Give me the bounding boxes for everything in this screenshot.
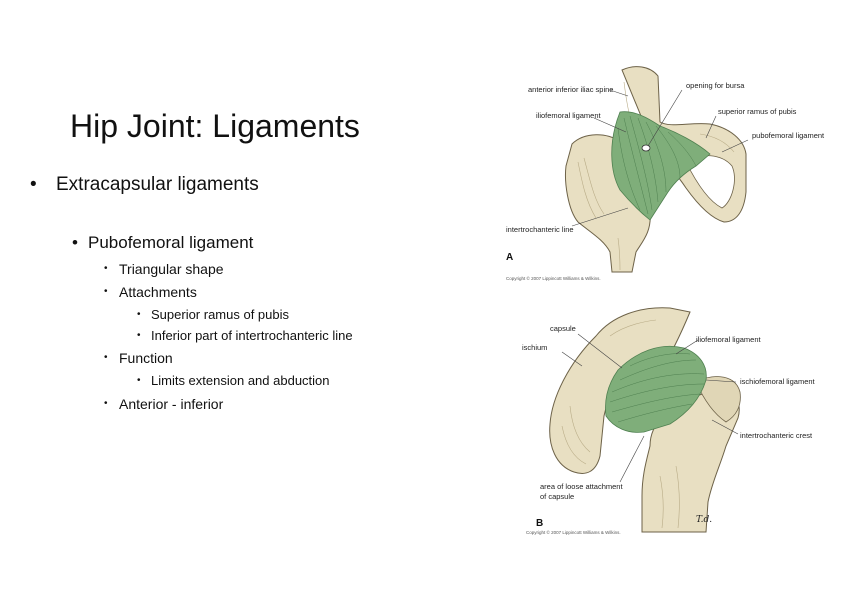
label-loose-attachment-1: area of loose attachment — [540, 482, 623, 491]
label-intertrochanteric-crest: intertrochanteric crest — [740, 431, 813, 440]
bullet-text: Anterior - inferior — [119, 396, 224, 412]
bullet-text: Superior ramus of pubis — [151, 307, 290, 322]
bullet-text: Inferior part of intertrochanteric line — [151, 328, 353, 343]
artist-signature: T.d. — [696, 515, 712, 525]
label-superior-ramus: superior ramus of pubis — [718, 107, 797, 116]
bullet-extracapsular: • Extracapsular ligaments — [30, 174, 259, 196]
label-iliofemoral-b: iliofemoral ligament — [696, 335, 762, 344]
label-iliofemoral-a: iliofemoral ligament — [536, 111, 602, 120]
label-pubofemoral: pubofemoral ligament — [752, 131, 825, 140]
panel-label-b: B — [536, 518, 543, 529]
bullet-anterior-inferior: • Anterior - inferior — [104, 396, 223, 412]
bullet-limits: • Limits extension and abduction — [137, 373, 330, 388]
leader-lines-b — [561, 333, 739, 483]
bullet-text: Function — [119, 350, 173, 366]
bullet-text: Pubofemoral ligament — [88, 233, 254, 252]
label-capsule: capsule — [550, 324, 576, 333]
bullet-dot: • — [104, 263, 108, 274]
panel-label-a: A — [506, 252, 513, 263]
copyright-a: Copyright © 2007 Lippincott Williams & W… — [506, 275, 601, 281]
bullet-text: Triangular shape — [119, 261, 224, 277]
bullet-text: Limits extension and abduction — [151, 373, 330, 388]
copyright-b: Copyright © 2007 Lippincott Williams & W… — [526, 529, 621, 535]
bullet-dot: • — [104, 286, 108, 297]
bullet-superior-ramus: • Superior ramus of pubis — [137, 307, 289, 322]
obturator-foramen — [685, 155, 735, 209]
bullet-attachments: • Attachments — [104, 284, 197, 300]
greater-trochanter — [695, 376, 741, 423]
bullet-text: Attachments — [119, 284, 197, 300]
figure-b-posterior-hip: capsule ischium iliofemoral ligament isc… — [522, 307, 816, 535]
bullet-dot: • — [104, 398, 108, 409]
label-intertrochanteric-line: intertrochanteric line — [506, 225, 574, 234]
label-ischium: ischium — [522, 343, 547, 352]
label-opening-bursa: opening for bursa — [686, 81, 745, 90]
figure-a-anterior-hip: anterior inferior iliac spine opening fo… — [506, 66, 825, 281]
bullet-function: • Function — [104, 350, 173, 366]
bullet-dot: • — [137, 375, 141, 386]
label-loose-attachment-2: of capsule — [540, 492, 574, 501]
ligament-fibers — [617, 115, 697, 215]
slide-title: Hip Joint: Ligaments — [70, 108, 360, 144]
bullet-inferior-part: • Inferior part of intertrochanteric lin… — [137, 328, 353, 343]
bullet-dot: • — [137, 309, 141, 320]
bullet-text: Extracapsular ligaments — [56, 174, 259, 195]
bone-shading-b — [561, 319, 680, 529]
bullet-pubofemoral: • Pubofemoral ligament — [72, 233, 253, 253]
bursa-opening — [641, 144, 651, 152]
label-ischiofemoral: ischiofemoral ligament — [740, 377, 816, 386]
label-aiis: anterior inferior iliac spine — [528, 85, 613, 94]
bullet-triangular: • Triangular shape — [104, 261, 224, 277]
bullet-dot: • — [72, 233, 78, 252]
leader-lines-a — [571, 89, 749, 227]
ligament-fibers-b — [609, 353, 705, 423]
bullet-dot: • — [137, 330, 141, 341]
bullet-dot: • — [104, 352, 108, 363]
bullet-dot: • — [30, 174, 37, 195]
